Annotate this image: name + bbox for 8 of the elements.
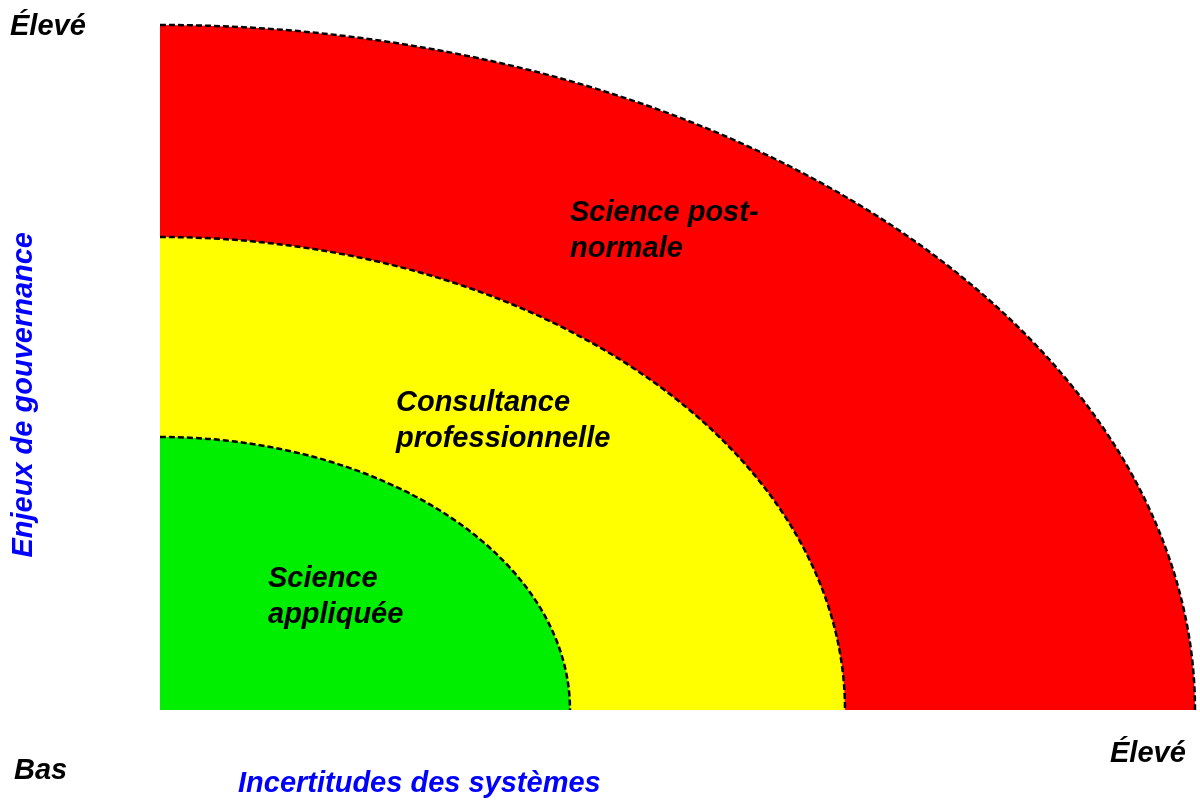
zone-label: Consultance professionnelle — [396, 384, 612, 455]
zone-label: Science post-normale — [570, 194, 760, 265]
axis-title: Incertitudes des systèmes — [238, 765, 601, 799]
axis-end-label: Élevé — [1110, 735, 1186, 769]
axis-title: Enjeux de gouvernance — [5, 232, 39, 558]
zone-label: Science appliquée — [268, 560, 405, 631]
axis-end-label: Élevé — [10, 8, 86, 42]
axis-end-label: Bas — [14, 752, 68, 786]
